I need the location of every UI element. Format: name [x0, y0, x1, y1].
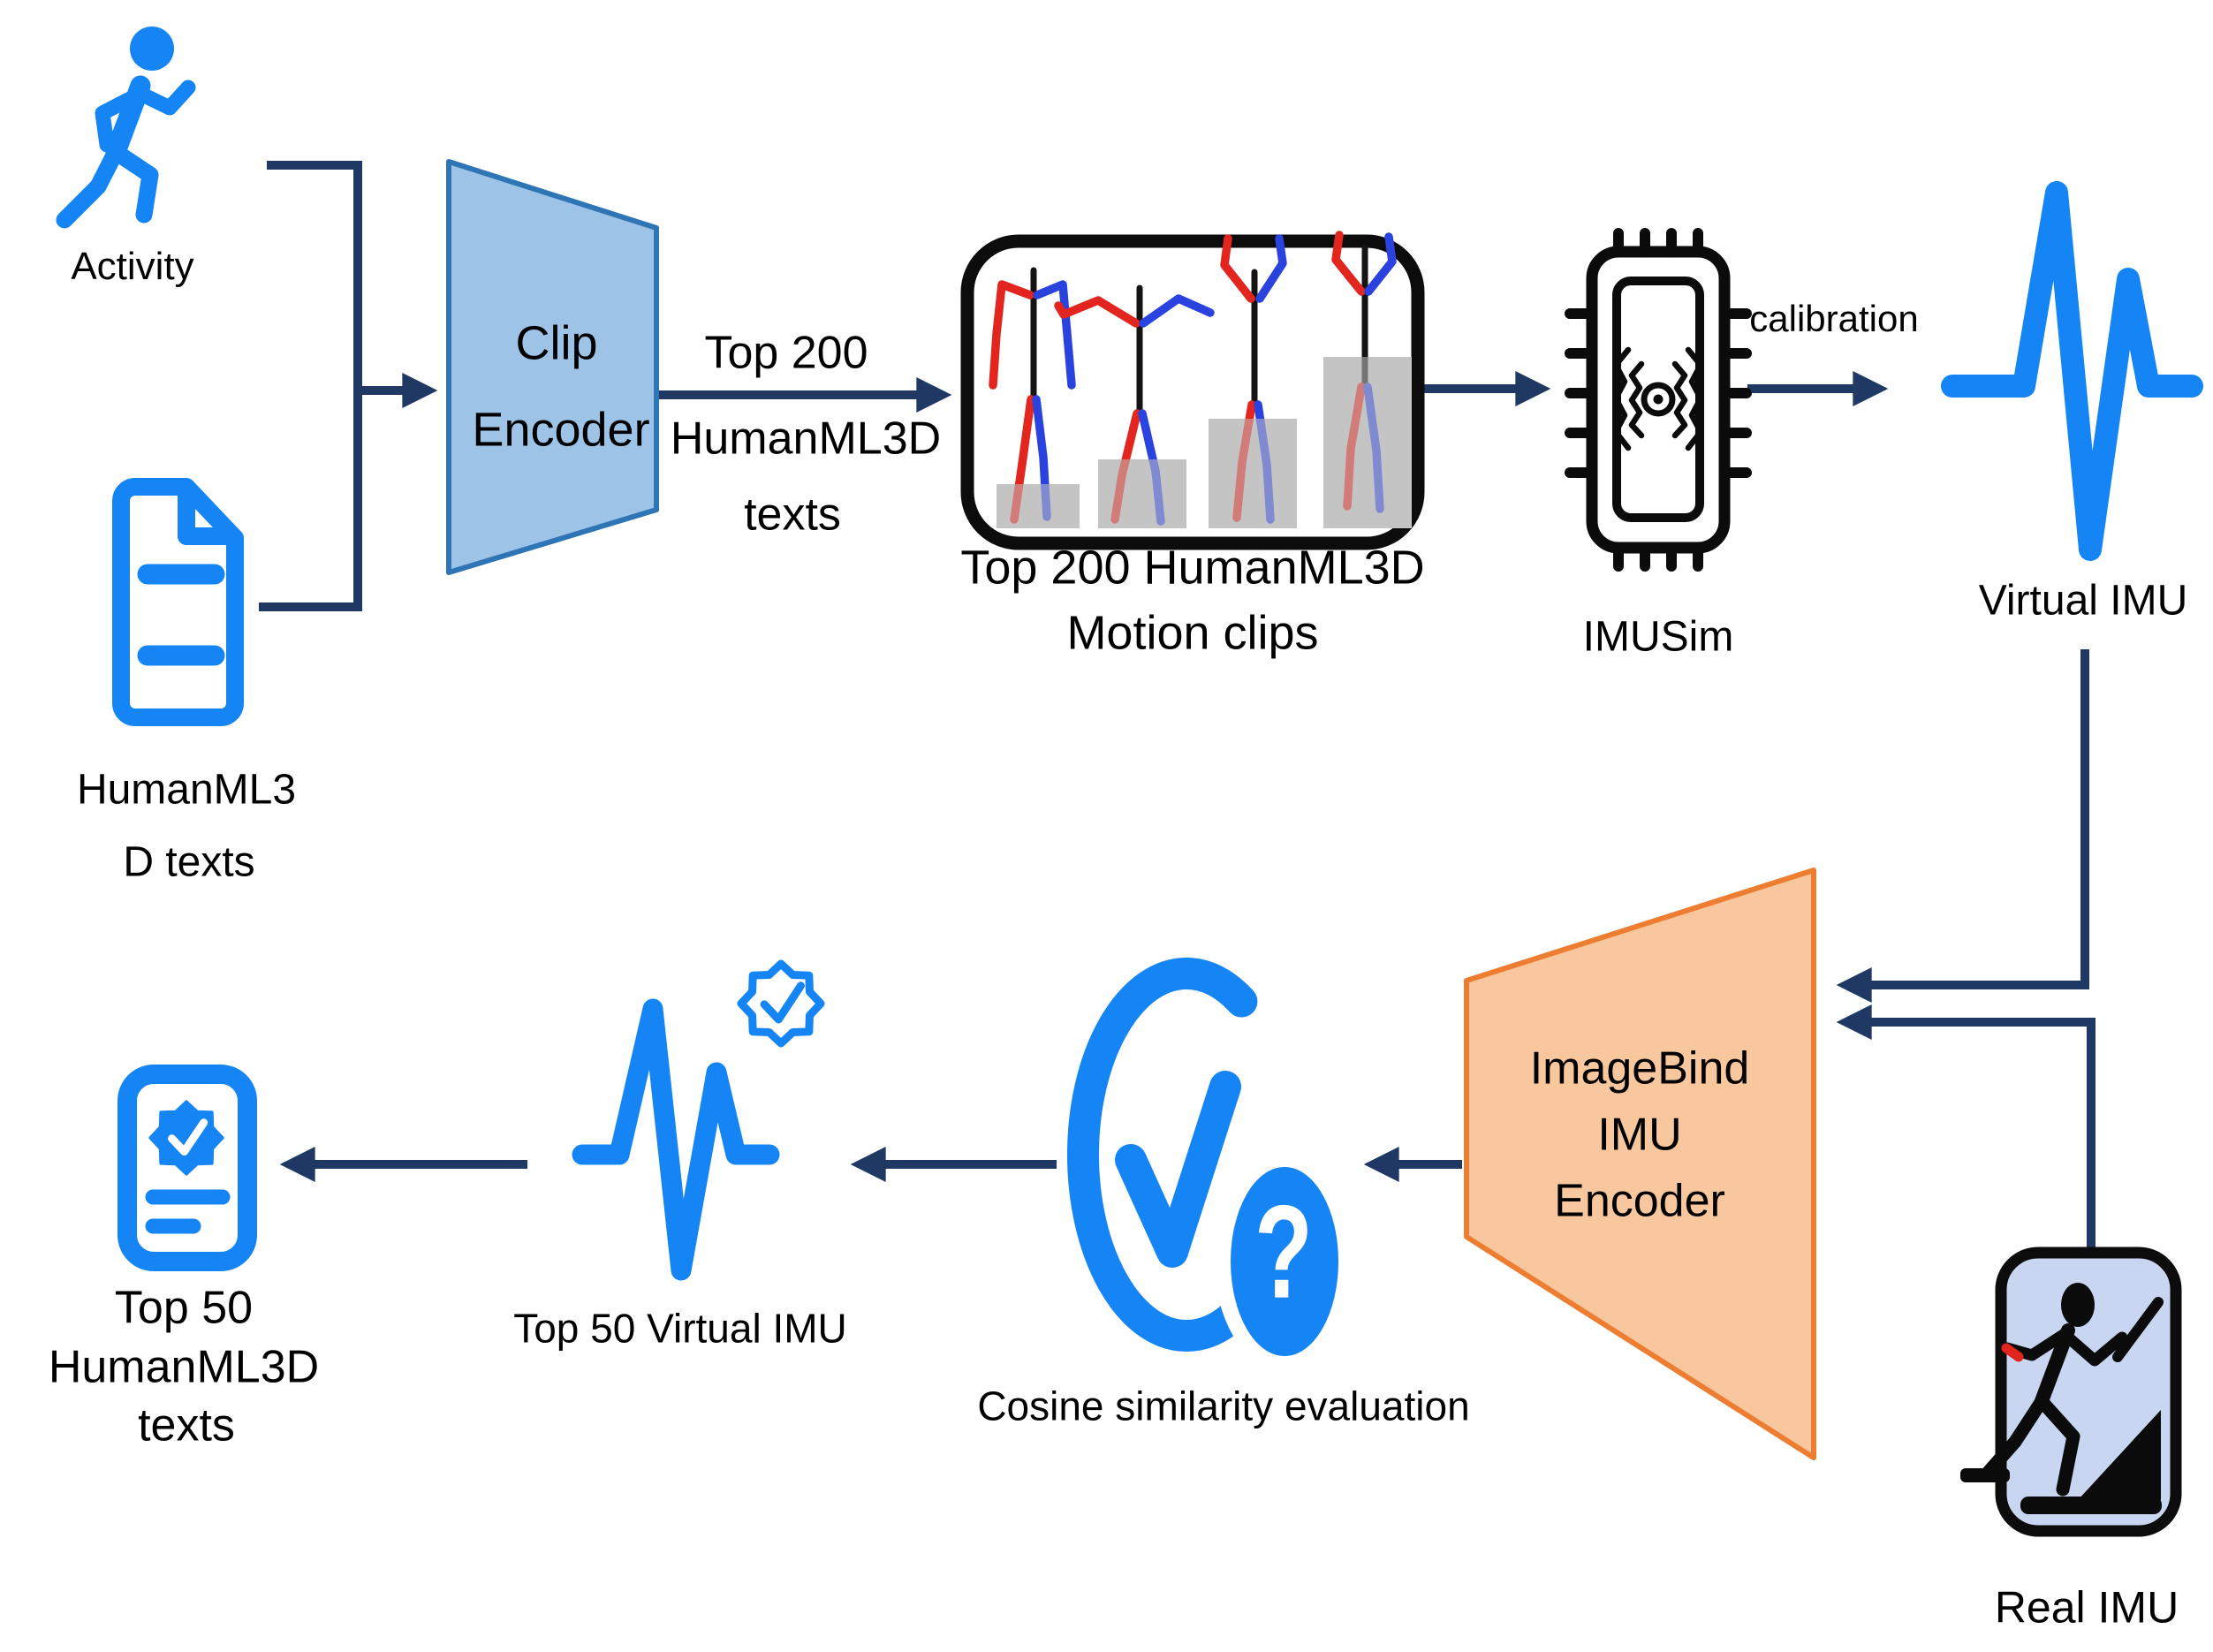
motion-clips-label-line2: Motion clips	[1066, 606, 1319, 660]
imusim-chip-icon	[1565, 228, 1752, 572]
edge-virtual-imu-to-imagebind	[1836, 649, 2089, 1003]
clip-encoder-label-line1: Clip	[515, 316, 598, 370]
top200-texts-edge-label-line1: Top 200	[704, 327, 868, 379]
humanml3d-texts-label-line1: HumanML3	[76, 766, 297, 814]
cosine-similarity-label: Cosine similarity evaluation	[977, 1383, 1470, 1429]
activity-runner-icon	[56, 27, 196, 229]
virtual-imu-waveform-icon	[1941, 181, 2203, 561]
top50-texts-icon	[117, 1065, 257, 1271]
seal-badge-icon	[148, 1100, 224, 1176]
clip-encoder-label-line2: Encoder	[472, 403, 650, 457]
motion-clips-node	[960, 231, 1425, 550]
treadmill-runner-icon	[1960, 1283, 2164, 1514]
seal-badge-icon	[737, 959, 825, 1048]
question-mark: ?	[1254, 1177, 1313, 1326]
imagebind-label-line1: ImageBind	[1529, 1042, 1750, 1095]
calibration-edge-label: calibration	[1749, 297, 1919, 339]
imagebind-label-line2: IMU	[1597, 1109, 1682, 1161]
document-icon	[112, 478, 244, 726]
edge-real-imu-to-imagebind	[1836, 1004, 2096, 1248]
activity-label: Activity	[71, 244, 194, 288]
top200-texts-edge-label-line2: HumanML3D	[670, 413, 942, 465]
top50-texts-label-line1: Top 50	[114, 1282, 254, 1334]
imagebind-label-line3: Encoder	[1554, 1175, 1725, 1227]
imagebind-encoder-node	[1464, 868, 1816, 1460]
question-badge	[1231, 1167, 1338, 1356]
connectors	[259, 161, 2096, 1248]
motion-clips-label-line1: Top 200 HumanML3D	[960, 541, 1425, 595]
imusim-label: IMUSim	[1582, 613, 1734, 661]
top50-texts-label-line2: HumanML3D	[48, 1341, 320, 1393]
real-imu-node	[1960, 1247, 2182, 1537]
edge-inputs-merge	[259, 161, 362, 611]
virtual-imu-label: Virtual IMU	[1978, 577, 2188, 625]
top200-texts-edge-label-line3: texts	[744, 489, 841, 541]
top50-waveform-icon	[572, 959, 825, 1281]
real-imu-label: Real IMU	[1994, 1582, 2179, 1633]
clip-encoder-node	[446, 159, 659, 575]
top50-texts-label-line3: texts	[138, 1399, 235, 1451]
cosine-check-icon	[1067, 958, 1354, 1371]
top50-virtual-imu-label: Top 50 Virtual IMU	[513, 1305, 847, 1352]
humanml3d-texts-label-line2: D texts	[123, 838, 255, 886]
